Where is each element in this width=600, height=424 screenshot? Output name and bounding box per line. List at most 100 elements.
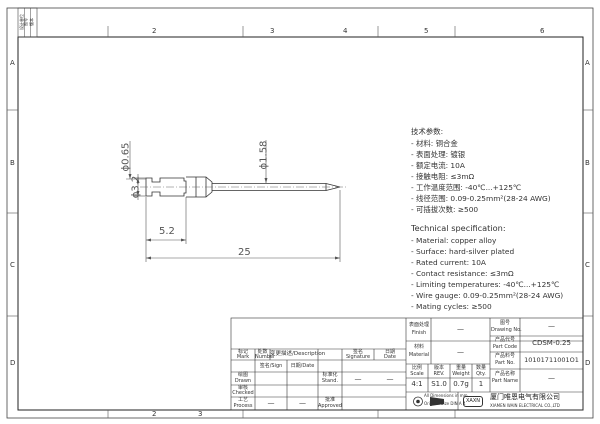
zone-col-5-top: 5 — [424, 27, 429, 35]
material-label-cn: 材料 — [413, 344, 424, 350]
zone-col-2-bottom: 2 — [152, 410, 157, 418]
corner-mark-2: 图号 — [23, 18, 28, 26]
stand-value: — — [354, 375, 362, 383]
specs-cn-item: - 额定电流: 10A — [411, 161, 465, 170]
approved-en: Approved — [318, 403, 342, 409]
specs-en-item: - Wire gauge: 0.09-0.25mm²(28-24 AWG) — [411, 291, 564, 300]
dim-length-crimp: 5.2 — [159, 226, 175, 237]
qty-label-cn: 数量 — [475, 365, 486, 371]
zone-row-C-right: C — [585, 261, 590, 269]
drawn-en: Drawn — [234, 378, 252, 384]
zone-col-6-top: 6 — [540, 27, 545, 35]
company-name-cn: 厦门唯恩电气有限公司 — [490, 393, 560, 401]
rev-date-cn: 日期 — [384, 349, 395, 355]
rev-date-en: Date — [384, 354, 396, 360]
rev-label-en: REV. — [433, 371, 445, 377]
specs-cn-item: - 可插拔次数: ≥500 — [411, 205, 479, 214]
process-date-value: — — [299, 399, 306, 407]
zone-row-B-right: B — [585, 159, 590, 167]
rev-mark-en: Mark — [236, 354, 250, 360]
part-name-label-en: Part Name — [491, 378, 519, 384]
rev-desc: 变更描述/Description — [270, 351, 326, 357]
dimension-lines — [126, 140, 341, 262]
drawn-cn: 绘图 — [237, 372, 248, 378]
zone-row-D-right: D — [585, 359, 591, 367]
zone-ticks — [7, 26, 593, 418]
contact-pin-drawing — [140, 176, 346, 198]
part-name-label-cn: 产品名称 — [494, 371, 515, 377]
checked-cn: 审核 — [237, 385, 248, 391]
dim-diameter-pin: ϕ1.58 — [258, 140, 270, 170]
weight-label-en: Weight — [452, 371, 470, 377]
projection-symbol-icon — [413, 396, 444, 407]
rev-number-en: Number — [255, 354, 276, 360]
rev-number-cn: 处数 — [257, 349, 268, 355]
size-note: Original Size DIN A 4 — [424, 401, 466, 406]
specs-en-item: - Contact resistance: ≤3mΩ — [411, 269, 514, 278]
company-name-en: XIAMEN WAIN ELECTRICAL CO.,LTD — [490, 403, 560, 408]
scale-label-en: Scale — [410, 371, 424, 377]
date-header: 日期/Date — [290, 363, 315, 369]
stand-cn: 标准化 — [322, 372, 338, 378]
approved-cn: 批准 — [324, 397, 335, 403]
zone-row-C-left: C — [10, 261, 15, 269]
checked-en: Checked — [232, 390, 254, 396]
dim-diameter-front: ϕ0.65 — [120, 142, 132, 172]
finish-label-cn: 表面处理 — [408, 322, 429, 328]
process-value: — — [267, 399, 275, 407]
specs-cn-item: - 接触电阻: ≤3mΩ — [411, 172, 475, 181]
specs-en-item: - Rated current: 10A — [411, 258, 486, 267]
process-cn: 工艺 — [237, 397, 248, 403]
title-block-grid — [230, 317, 584, 411]
dimension-note: All Dimensions in mm — [424, 393, 468, 398]
corner-mark-3: 版本 — [29, 18, 34, 26]
material-label-en: Material — [408, 352, 430, 358]
dim-diameter-rear: ϕ3.2 — [130, 175, 142, 199]
specs-en-title: Technical specification: — [411, 223, 506, 233]
sign-header: 签名/Sign — [259, 363, 283, 369]
qty-label-en: Qty. — [476, 371, 486, 377]
corner-box — [17, 7, 38, 38]
scale-label-cn: 比例 — [411, 365, 422, 371]
specs-cn-item: - 线径范围: 0.09-0.25mm²(28-24 AWG) — [411, 194, 551, 203]
zone-col-4-top: 4 — [343, 27, 348, 35]
zone-row-D-left: D — [10, 359, 16, 367]
qty-value: 1 — [478, 380, 484, 388]
rev-sign-cn: 签名 — [352, 349, 363, 355]
rev-desc-cn: 变更描述 — [270, 351, 293, 357]
part-code-value: CDSM-0.25 — [532, 339, 571, 347]
zone-col-3-bottom: 3 — [198, 410, 203, 418]
drawing-no-label-en: Drawing No. — [491, 327, 522, 333]
stand-date-value: — — [386, 375, 394, 383]
rev-desc-en: Description — [293, 351, 326, 357]
rev-label-cn: 版本 — [433, 365, 444, 371]
drawing-no-label-cn: 图号 — [499, 320, 510, 326]
process-en: Process — [233, 403, 253, 409]
zone-row-A-left: A — [10, 59, 15, 67]
part-no-value: 10101711001O1 — [524, 356, 579, 364]
rev-value: S1.0 — [431, 380, 447, 388]
weight-value: 0.7g — [453, 380, 469, 388]
material-value: — — [457, 348, 464, 356]
finish-label-en: Finish — [411, 330, 427, 336]
dim-length-total: 25 — [238, 247, 251, 258]
specs-en-item: - Surface: hard-silver plated — [411, 247, 515, 256]
part-code-label-cn: 产品代号 — [494, 337, 515, 343]
company-logo: XAXN — [463, 396, 484, 407]
rev-mark-cn: 标记 — [237, 349, 248, 355]
stand-en: Stand. — [321, 378, 339, 384]
specs-en-item: - Material: copper alloy — [411, 236, 497, 245]
specs-en-item: - Limiting temperatures: -40℃...+125℃ — [411, 280, 560, 289]
drawing-no-value: — — [548, 322, 555, 330]
finish-value: — — [457, 325, 464, 333]
part-no-label-cn: 产品料号 — [494, 353, 515, 359]
specs-cn-item: - 材料: 铜合金 — [411, 139, 458, 148]
part-code-label-en: Part Code — [492, 344, 518, 350]
specs-en-item: - Mating cycles: ≥500 — [411, 302, 492, 311]
scale-value: 4:1 — [411, 380, 423, 388]
dimension-arrows — [128, 174, 340, 260]
specs-cn-item: - 工作温度范围: -40℃...+125℃ — [411, 183, 522, 192]
zone-col-2-top: 2 — [152, 27, 157, 35]
part-name-value: — — [548, 374, 555, 382]
